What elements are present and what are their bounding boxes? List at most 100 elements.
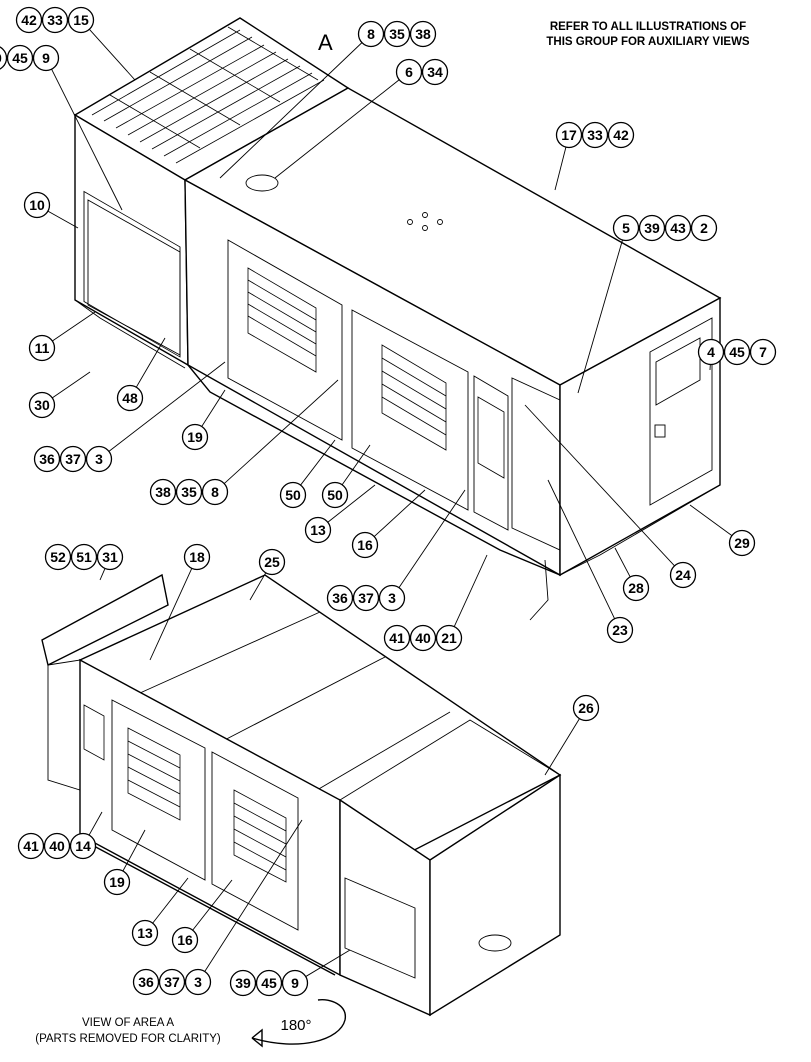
callout-number: 11: [35, 340, 50, 356]
rotation-angle: 180°: [280, 1017, 311, 1034]
callout-number: 48: [122, 390, 138, 406]
callout-c12: 19: [183, 425, 208, 450]
leader-line-c6: [48, 211, 78, 228]
view-label-a: A: [318, 30, 333, 55]
callout-number: 33: [47, 12, 63, 28]
leader-line-c21: [615, 548, 630, 577]
callout-c28: 26: [574, 696, 599, 721]
callout-number: 36: [332, 590, 348, 606]
leader-line-c9: [52, 312, 95, 341]
callout-c32: 16: [173, 928, 198, 953]
callout-c33: 36 37 3: [134, 970, 211, 995]
callout-number: 36: [39, 451, 55, 467]
callout-number: 3: [388, 590, 396, 606]
callout-number: 33: [587, 127, 603, 143]
leader-line-c11: [136, 338, 165, 387]
callout-number: 19: [109, 874, 125, 890]
callout-number: 39: [0, 50, 2, 66]
callout-c6: 10: [25, 193, 50, 218]
callout-number: 13: [137, 925, 153, 941]
callout-number: 24: [675, 567, 691, 583]
callout-c11: 48: [118, 386, 143, 411]
callout-number: 39: [235, 975, 251, 991]
leader-line-c31: [153, 878, 188, 923]
callout-number: 39: [644, 220, 660, 236]
callout-number: 28: [628, 580, 644, 596]
callout-number: 6: [405, 64, 413, 80]
callout-c30: 19: [105, 870, 130, 895]
callout-number: 45: [12, 50, 28, 66]
callout-number: 31: [102, 549, 118, 565]
callout-number: 34: [427, 64, 443, 80]
leader-line-c12: [202, 390, 225, 426]
callout-number: 15: [73, 12, 89, 28]
callout-c27: 25: [260, 550, 285, 575]
callout-c17: 13: [306, 518, 331, 543]
callout-number: 26: [578, 700, 594, 716]
callout-c4: 6 34: [397, 60, 448, 85]
note-line-1: REFER TO ALL ILLUSTRATIONS OF: [550, 21, 746, 33]
callout-number: 41: [23, 838, 39, 854]
callout-number: 30: [34, 397, 50, 413]
callout-number: 10: [29, 197, 45, 213]
callout-number: 50: [285, 487, 301, 503]
callout-c14: 38 35 8: [151, 480, 228, 505]
callout-number: 9: [291, 975, 299, 991]
callout-number: 16: [177, 932, 193, 948]
callout-c16: 50: [323, 483, 348, 508]
callout-number: 35: [181, 484, 197, 500]
callout-number: 18: [189, 549, 205, 565]
leader-line-c18: [374, 490, 425, 537]
note-line-2: THIS GROUP FOR AUXILIARY VIEWS: [546, 36, 750, 48]
callout-number: 38: [155, 484, 171, 500]
caption-line-2: (PARTS REMOVED FOR CLARITY): [35, 1033, 221, 1045]
leader-line-c25: [100, 568, 105, 580]
callout-c31: 13: [133, 921, 158, 946]
caption-line-1: VIEW OF AREA A: [82, 1017, 174, 1029]
callout-number: 29: [734, 535, 750, 551]
callout-number: 37: [65, 451, 81, 467]
leader-line-c24: [454, 555, 487, 627]
callout-number: 21: [441, 630, 457, 646]
callout-number: 16: [357, 537, 373, 553]
upper-assembly: [75, 18, 720, 620]
callout-number: 43: [670, 220, 686, 236]
callout-c2: 39 45 9: [0, 46, 59, 71]
callout-number: 41: [389, 630, 405, 646]
callout-number: 14: [75, 838, 91, 854]
callout-number: 8: [367, 26, 375, 42]
leader-line-c15: [301, 440, 335, 485]
callout-number: 38: [415, 26, 431, 42]
leader-line-c19: [690, 505, 732, 536]
callout-number: 8: [211, 484, 219, 500]
callout-number: 42: [613, 127, 629, 143]
callout-number: 2: [700, 220, 708, 236]
callout-number: 40: [49, 838, 65, 854]
callout-number: 3: [194, 974, 202, 990]
callout-number: 9: [42, 50, 50, 66]
callout-c19: 29: [730, 531, 755, 556]
callout-number: 23: [612, 622, 628, 638]
callout-number: 19: [187, 429, 203, 445]
callout-number: 50: [327, 487, 343, 503]
leader-line-c28: [545, 719, 579, 775]
callout-c18: 16: [353, 533, 378, 558]
leader-line-c5: [555, 147, 566, 190]
callout-number: 40: [415, 630, 431, 646]
callout-number: 36: [138, 974, 154, 990]
callout-number: 37: [164, 974, 180, 990]
callout-number: 37: [358, 590, 374, 606]
callout-number: 51: [76, 549, 92, 565]
lower-assembly: [42, 575, 560, 1015]
callout-number: 45: [729, 344, 745, 360]
callout-c10: 30: [30, 393, 55, 418]
